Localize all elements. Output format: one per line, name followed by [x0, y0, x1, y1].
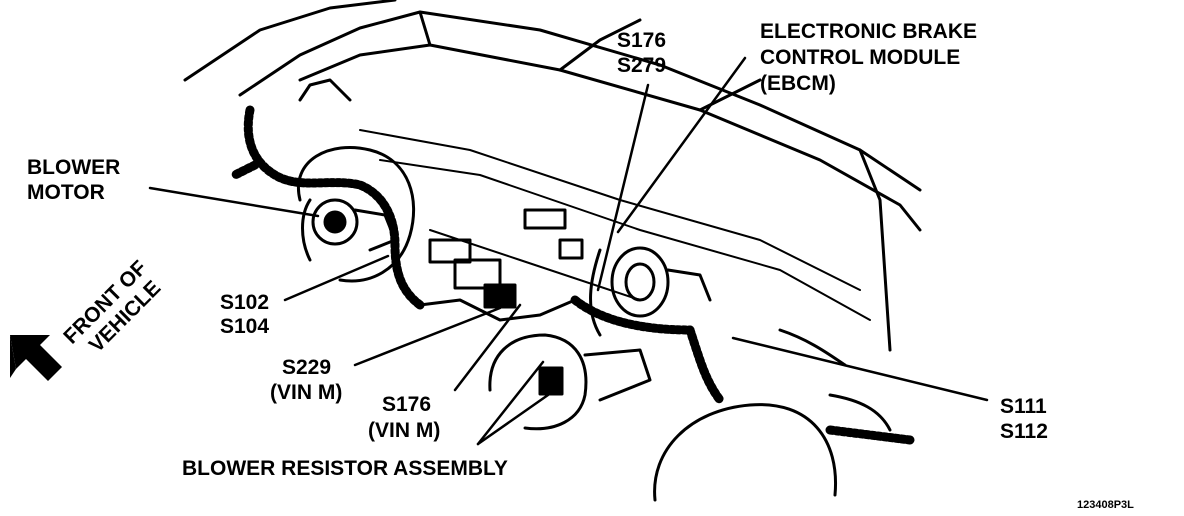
callout-labels: BLOWER MOTOR FRONT OF VEHICLE S102 S104 …: [27, 20, 1134, 511]
label-s102-s104: S102 S104: [220, 291, 275, 338]
label-s111-s112: S111 S112: [1000, 395, 1053, 443]
label-s176-s279: S176 S279: [617, 29, 672, 77]
leader-s102-s104: [283, 254, 390, 302]
leader-s111-s112: [731, 336, 989, 402]
label-blower-motor: BLOWER MOTOR: [27, 156, 126, 204]
label-s229-vin-m: S229 (VIN M): [270, 356, 342, 404]
harness-right: [570, 295, 915, 445]
leader-s229: [353, 306, 502, 367]
front-direction-arrow: [10, 335, 62, 381]
air-cleaner: [653, 328, 892, 502]
ebcm-module: [589, 246, 712, 337]
label-ebcm: ELECTRONIC BRAKE CONTROL MODULE (EBCM): [760, 20, 983, 95]
label-front-of-vehicle: FRONT OF VEHICLE: [59, 252, 172, 365]
label-s176-vin-m: S176 (VIN M): [368, 393, 440, 442]
leader-ebcm: [616, 56, 747, 234]
blower-resistor-assembly: [488, 333, 652, 431]
leader-blower-resistor-1: [476, 360, 545, 446]
label-blower-resistor-assembly: BLOWER RESISTOR ASSEMBLY: [182, 457, 508, 480]
leader-blower-resistor-2: [476, 393, 550, 446]
blower-motor-housing: [297, 145, 416, 283]
harness-left: [230, 105, 425, 310]
figure-id: 123408P3L: [1077, 499, 1134, 511]
connector-cluster-center: [418, 208, 584, 322]
leader-s176-s279: [596, 83, 650, 292]
leader-s176-vin-m: [453, 303, 522, 392]
leader-blower-motor: [148, 186, 320, 218]
leader-lines: [148, 56, 989, 446]
